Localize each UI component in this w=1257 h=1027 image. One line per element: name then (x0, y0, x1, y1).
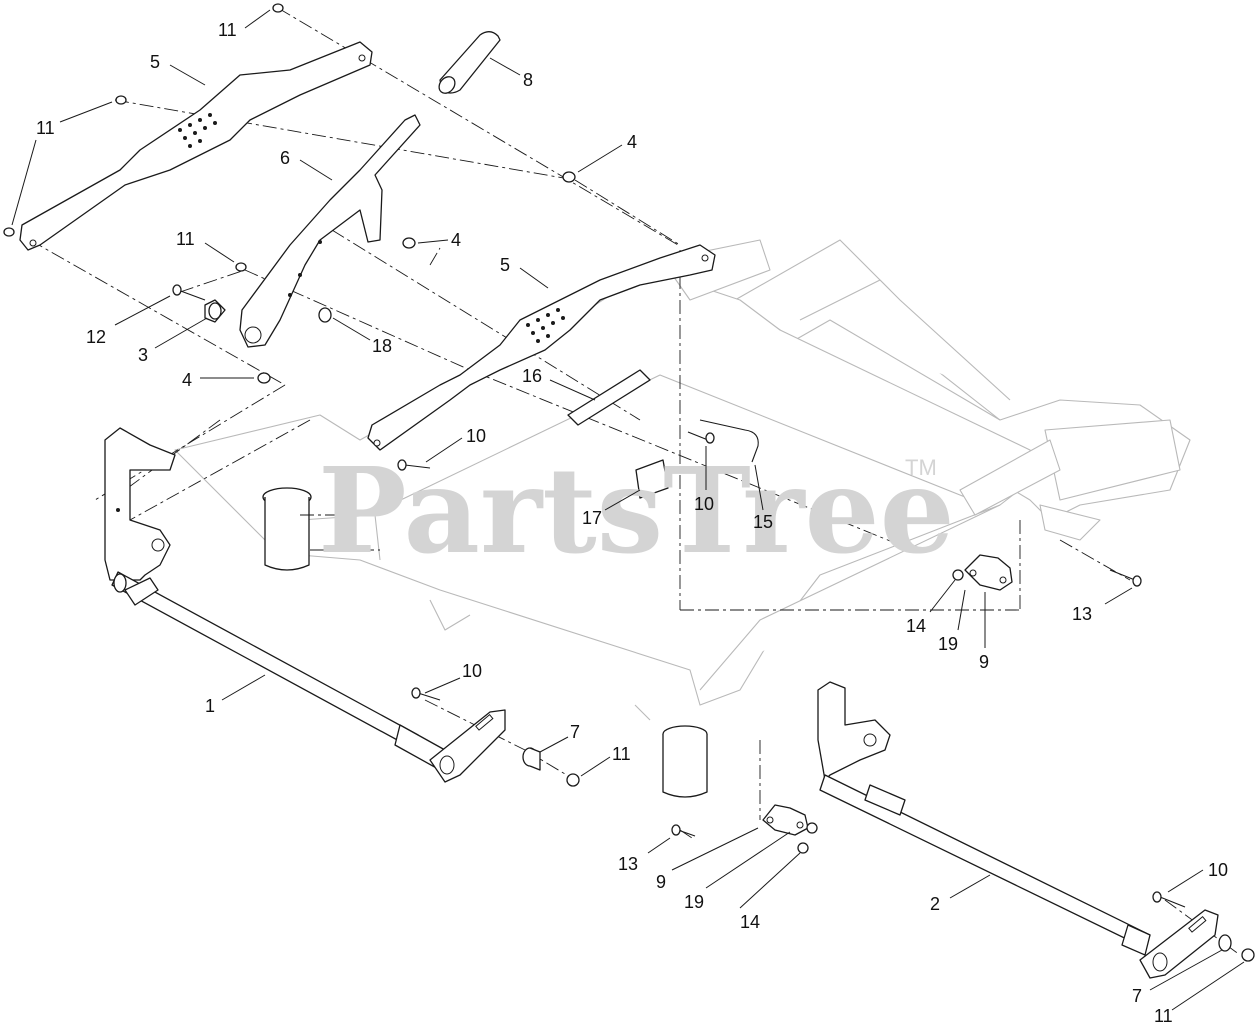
callout-18: 18 (372, 336, 392, 356)
callout-11-mid: 11 (176, 229, 195, 249)
right-mount-bracket (817, 681, 891, 781)
nut-11-lower-left (566, 773, 580, 787)
callout-8: 8 (523, 70, 533, 90)
spacer-4-lower (257, 372, 271, 384)
bolt-10-upper (397, 459, 431, 471)
callout-10-lower-right: 10 (1208, 860, 1228, 880)
callout-11-upper-left: 11 (36, 118, 55, 138)
bolt-10-lower-right (1152, 891, 1186, 908)
callout-10-upper: 10 (466, 426, 486, 446)
shaft-1 (111, 571, 506, 783)
callout-7-lower-right: 7 (1132, 986, 1142, 1006)
callout-13-right: 13 (1072, 604, 1092, 624)
callout-14-right: 14 (906, 616, 926, 636)
callout-14-bottom: 14 (740, 912, 760, 932)
callout-10-center: 10 (694, 494, 714, 514)
callout-11-top: 11 (218, 20, 237, 40)
callout-15: 15 (753, 512, 773, 532)
spacer-4-upper (562, 171, 576, 183)
bolt-10-lower-left (411, 687, 441, 701)
hardware-upper (3, 3, 576, 384)
callout-16: 16 (522, 366, 542, 386)
arm-hole-pattern-right (526, 308, 565, 343)
spacer-7-lower-right (1218, 934, 1232, 952)
left-mount-bracket (104, 427, 176, 581)
bolt-13-right (1109, 569, 1142, 587)
nut-14-right (952, 569, 964, 581)
leader-lines (11, 9, 1245, 1011)
callout-3: 3 (138, 345, 148, 365)
callout-10-lower-left: 10 (462, 661, 482, 681)
clamp-9-right (964, 554, 1013, 591)
callout-7-lower-left: 7 (570, 722, 580, 742)
callout-labels: 11 5 8 11 6 4 11 4 5 12 3 18 4 16 10 10 … (36, 20, 1228, 1026)
callout-1: 1 (205, 696, 215, 716)
callout-11-lower-right: 11 (1154, 1006, 1173, 1026)
callout-4-upper-right: 4 (627, 132, 637, 152)
callout-5-left: 5 (150, 52, 160, 72)
pedal-lever (239, 114, 421, 348)
bolt-13-bottom (671, 824, 696, 837)
decal-16 (567, 369, 651, 426)
callout-2: 2 (930, 894, 940, 914)
callout-12: 12 (86, 327, 106, 347)
lift-arm-upper-left (19, 41, 373, 251)
callout-17: 17 (582, 508, 602, 528)
nut-11-far-left (3, 227, 15, 237)
nut-11-mid (235, 262, 247, 272)
bolt-12 (172, 284, 206, 301)
frame-tube-left (262, 487, 312, 571)
frame-rear-faint (734, 239, 1191, 541)
callout-9-right: 9 (979, 652, 989, 672)
nut-11-lower-right (1241, 948, 1255, 962)
shaft-2 (819, 774, 1219, 979)
clamp-9-bottom (762, 804, 818, 836)
spacer-4-mid (402, 237, 416, 249)
callout-11-lower-left: 11 (612, 744, 631, 764)
callout-13-bottom: 13 (618, 854, 638, 874)
callout-4-lower-left: 4 (182, 370, 192, 390)
callout-6: 6 (280, 148, 290, 168)
arm-hole-pattern-left (178, 113, 217, 148)
callout-19-right: 19 (938, 634, 958, 654)
nut-11-top (272, 3, 284, 13)
rod-15 (699, 419, 759, 463)
bushing-3 (204, 299, 226, 323)
callout-9-bottom: 9 (656, 872, 666, 892)
decal-17 (635, 459, 669, 499)
nut-11-upper-left (115, 95, 127, 105)
callout-19-bottom: 19 (684, 892, 704, 912)
spacer-7-lower-left (522, 747, 541, 771)
lift-arm-right (367, 244, 716, 451)
watermark-trademark: TM (905, 455, 937, 480)
pin-10-center (687, 431, 715, 444)
pin-18 (318, 307, 332, 323)
nut-14-bottom (797, 842, 809, 854)
frame-tube-bottom (662, 725, 708, 798)
hand-grip (438, 31, 501, 94)
callout-4-mid: 4 (451, 230, 461, 250)
callout-5-right: 5 (500, 255, 510, 275)
watermark: PartsTree (318, 441, 955, 580)
